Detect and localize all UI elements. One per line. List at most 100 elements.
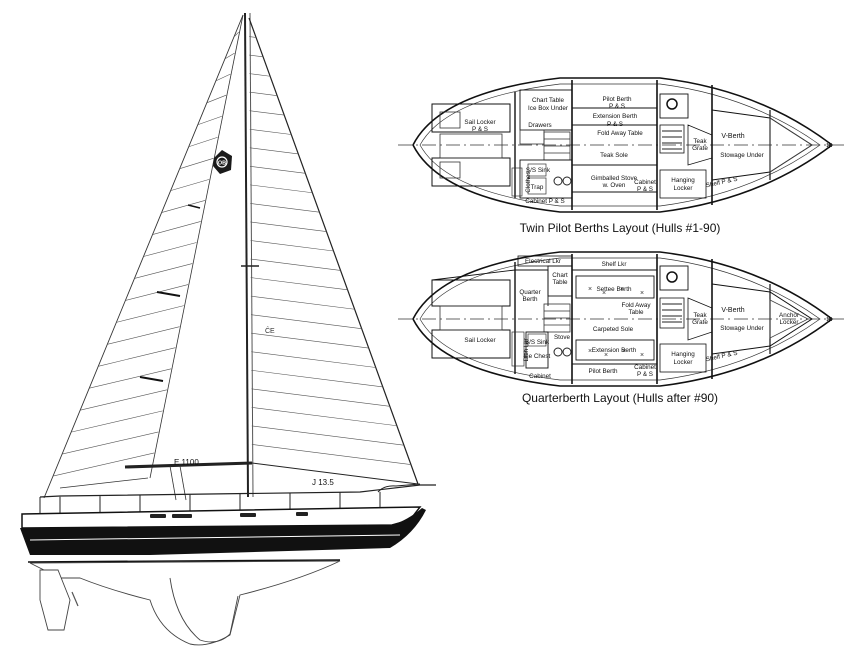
panel-seam (116, 305, 184, 323)
panel-seam (249, 54, 264, 58)
panel-seam (250, 203, 320, 213)
panel-seam (251, 388, 390, 407)
extension-berth-label: Extension Berth (593, 113, 638, 120)
svg-text:×: × (622, 348, 626, 355)
quarterberth-layout: ×××× ×××× ✻ Electrical Lkr Shelf Lkr Qua… (398, 251, 845, 405)
cabinet-label: Cabinet (634, 179, 656, 186)
cabinet-ps-label: Cabinet P & S (525, 198, 564, 205)
panel-seam (250, 314, 362, 329)
svg-text:Table: Table (552, 279, 568, 286)
sail-insignia-logo: OB (213, 150, 232, 174)
panel-seam (197, 115, 222, 126)
cabinet-label: Cabinet (529, 373, 551, 380)
pilot-berth-label: Pilot Berth (602, 96, 632, 103)
svg-text:OB: OB (218, 161, 226, 167)
hull-underbody (29, 560, 341, 646)
grate-pattern (662, 303, 682, 323)
panel-seam (251, 369, 383, 388)
svg-text:P & S: P & S (637, 371, 653, 378)
svg-text:ĈE: ĈE (265, 326, 275, 335)
panel-seam (250, 277, 348, 291)
panel-seam (179, 158, 214, 169)
keel (169, 577, 239, 643)
toilet-icon (666, 98, 678, 110)
lifeline (39, 484, 436, 498)
panel-seam (80, 389, 167, 411)
jib-panel-seams (52, 31, 239, 477)
v-berth-label: V-Berth (721, 133, 744, 140)
hanging-locker-label: Hanging (671, 177, 695, 184)
head (659, 265, 689, 291)
panel-seam (71, 410, 163, 433)
svg-text:Locker: Locker (674, 359, 693, 366)
grate-label: Grate (692, 319, 708, 326)
svg-text:P & S: P & S (637, 186, 653, 193)
panel-seam (249, 91, 278, 96)
panel-seam (250, 295, 355, 310)
panel-seam (250, 258, 341, 271)
mainsail-panel-seams (249, 36, 411, 465)
svg-text:w. Oven: w. Oven (602, 182, 626, 189)
portlights (150, 512, 308, 518)
svg-text:Locker: Locker (780, 319, 799, 326)
svg-text:P & S: P & S (607, 121, 623, 128)
hanging-locker (659, 169, 707, 199)
panel-seam (251, 351, 376, 368)
panel-seam (143, 242, 197, 257)
svg-text:✻: ✻ (826, 315, 833, 324)
panel-seam (170, 179, 210, 191)
dish-locker-label: Dish Lkr (523, 338, 530, 361)
stowage-under-label: Stowage Under (720, 325, 763, 332)
shelf-locker-label: Shelf Lkr (602, 261, 627, 268)
panel-seam (52, 452, 155, 477)
trap-label: Trap (531, 184, 544, 191)
panel-seam (250, 221, 327, 232)
panel-seam (107, 326, 180, 345)
cockpit-well (439, 133, 503, 159)
panel-seam (233, 31, 239, 38)
svg-text:×: × (602, 290, 606, 297)
v-berth-label: V-Berth (721, 307, 744, 314)
stowage-under-label: Stowage Under (720, 152, 763, 159)
cockpit-well (439, 305, 503, 331)
sail-locker-label: Sail Locker (464, 119, 495, 126)
panel-seam (152, 221, 201, 235)
jib-foot (59, 477, 149, 489)
batten (156, 291, 181, 297)
svg-text:✻: ✻ (826, 141, 833, 150)
svg-text:×: × (588, 348, 592, 355)
ice-chest-label: Ice Chest (524, 353, 551, 360)
fold-away-table-label: Fold Away (622, 302, 652, 309)
panel-seam (125, 284, 189, 301)
extension-berth-label: Extension Berth (592, 347, 637, 354)
anchor-locker-label: Anchor (779, 312, 799, 319)
svg-text:×: × (640, 290, 644, 297)
stanchions (59, 491, 381, 514)
anchor-locker (769, 299, 809, 339)
teak-label: Teak (693, 138, 707, 145)
sink-label: S/S Sink (525, 339, 550, 346)
j-measure-label: J 13.5 (312, 478, 334, 487)
panel-seam (98, 347, 176, 367)
svg-text:Table: Table (628, 309, 644, 316)
cushion-marks: ×××× ×××× (588, 286, 644, 359)
v-berth (711, 283, 813, 355)
panel-seam (249, 36, 257, 38)
panel-seam (215, 73, 231, 82)
settee-berth-label: Settee Berth (596, 286, 632, 293)
svg-text:Berth: Berth (522, 296, 538, 303)
sail-plan-profile: OB ĈE E 1100 J 13.5 (20, 12, 436, 646)
panel-seam (249, 166, 306, 174)
hanging-locker-label: Hanging (671, 351, 695, 358)
sink-top (527, 163, 547, 177)
panel-seam (251, 425, 404, 446)
panel-seam (224, 52, 235, 60)
svg-text:×: × (620, 286, 624, 293)
quarterberth-layout-caption: Quarterberth Layout (Hulls after #90) (522, 391, 718, 405)
batten (187, 204, 201, 209)
chart-table-label: Chart (552, 272, 568, 279)
svg-text:×: × (604, 352, 608, 359)
gimballed-stove-label: Gimballed Stove (591, 175, 638, 182)
quarter-berth-label: Quarter (519, 289, 540, 296)
